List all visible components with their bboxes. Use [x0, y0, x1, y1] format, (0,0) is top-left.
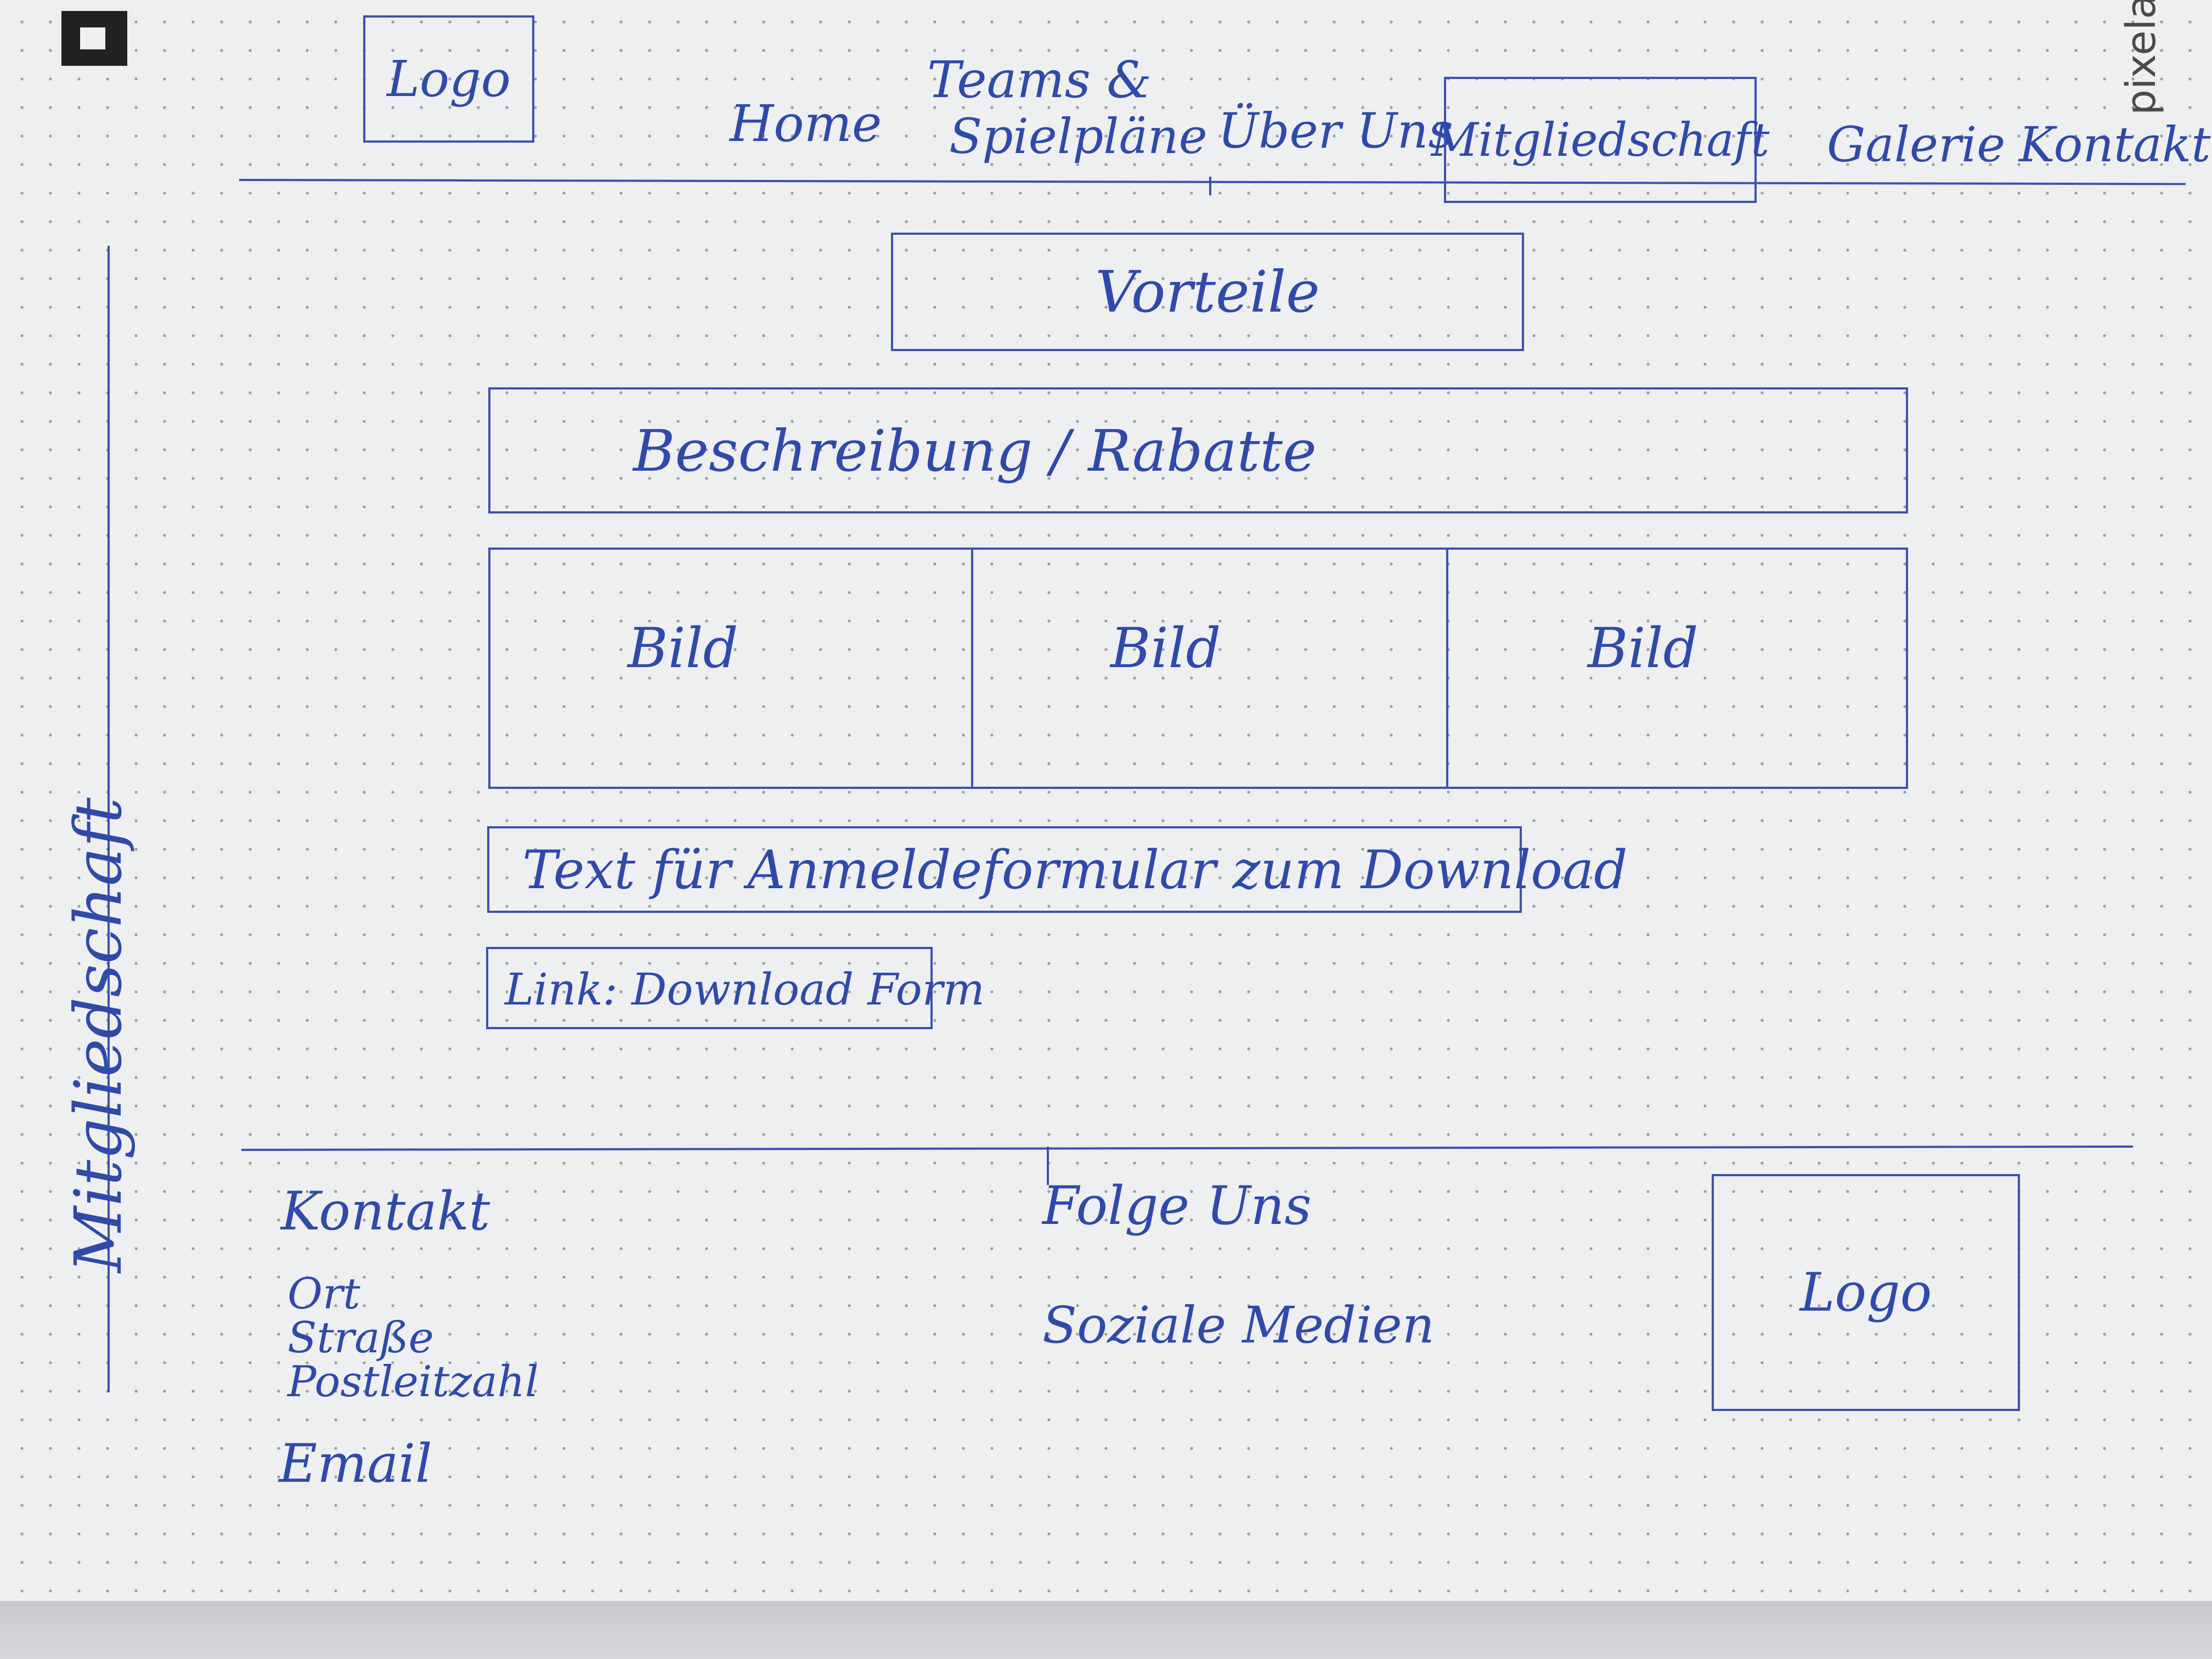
- image-placeholder-1[interactable]: Bild: [628, 616, 738, 680]
- footer-kontakt-title: Kontakt: [281, 1181, 490, 1242]
- nav-teams[interactable]: Teams &: [927, 50, 1152, 109]
- paper-edge: [0, 1601, 2212, 1659]
- footer-folge-title: Folge Uns: [1042, 1175, 1312, 1237]
- nav-home[interactable]: Home: [730, 94, 882, 153]
- header-logo-label: Logo: [387, 50, 511, 108]
- nav-spielplaene[interactable]: Spielpläne: [949, 108, 1207, 165]
- nav-ueber-uns[interactable]: Über Uns: [1218, 103, 1453, 159]
- footer-plz: Postleitzahl: [287, 1357, 539, 1407]
- form-text-label: Text für Anmeldeformular zum Download: [522, 839, 1628, 901]
- paper-sheet: [0, 0, 2212, 1601]
- download-link-box[interactable]: Link: Download Form: [486, 947, 985, 1029]
- nav-kontakt[interactable]: Kontakt: [2019, 116, 2211, 173]
- vorteile-label: Vorteile: [1095, 258, 1320, 325]
- footer-logo-label: Logo: [1799, 1262, 1932, 1323]
- form-text-box: Text für Anmeldeformular zum Download: [487, 826, 1628, 913]
- side-rule: [108, 246, 110, 1392]
- header-logo-box[interactable]: Logo: [363, 15, 534, 143]
- vorteile-box: Vorteile: [891, 233, 1524, 351]
- beschreibung-label: Beschreibung / Rabatte: [633, 417, 1317, 484]
- footer-email[interactable]: Email: [279, 1433, 432, 1494]
- nav-tick: [1209, 177, 1211, 195]
- footer-tick: [1047, 1147, 1049, 1185]
- image-placeholder-3[interactable]: Bild: [1588, 616, 1699, 680]
- image-divider-1: [971, 550, 973, 787]
- corner-marker-icon: [61, 11, 127, 66]
- watermark: pixelart: [2118, 0, 2165, 115]
- nav-mitgliedschaft-label: Mitgliedschaft: [1431, 113, 1770, 167]
- nav-mitgliedschaft-active[interactable]: Mitgliedschaft: [1431, 77, 1769, 203]
- image-placeholder-2[interactable]: Bild: [1110, 616, 1221, 680]
- footer-strasse: Straße: [287, 1313, 434, 1363]
- beschreibung-box: Beschreibung / Rabatte: [488, 387, 1908, 514]
- footer-logo-box[interactable]: Logo: [1712, 1174, 2020, 1411]
- footer-social-media[interactable]: Soziale Medien: [1042, 1296, 1435, 1355]
- image-divider-2: [1446, 550, 1448, 787]
- download-link-label: Link: Download Form: [505, 964, 985, 1015]
- side-page-label: Mitgliedschaft: [60, 797, 136, 1273]
- image-row: Bild Bild Bild: [488, 548, 1908, 789]
- footer-ort: Ort: [287, 1269, 360, 1319]
- nav-galerie[interactable]: Galerie: [1827, 116, 2006, 173]
